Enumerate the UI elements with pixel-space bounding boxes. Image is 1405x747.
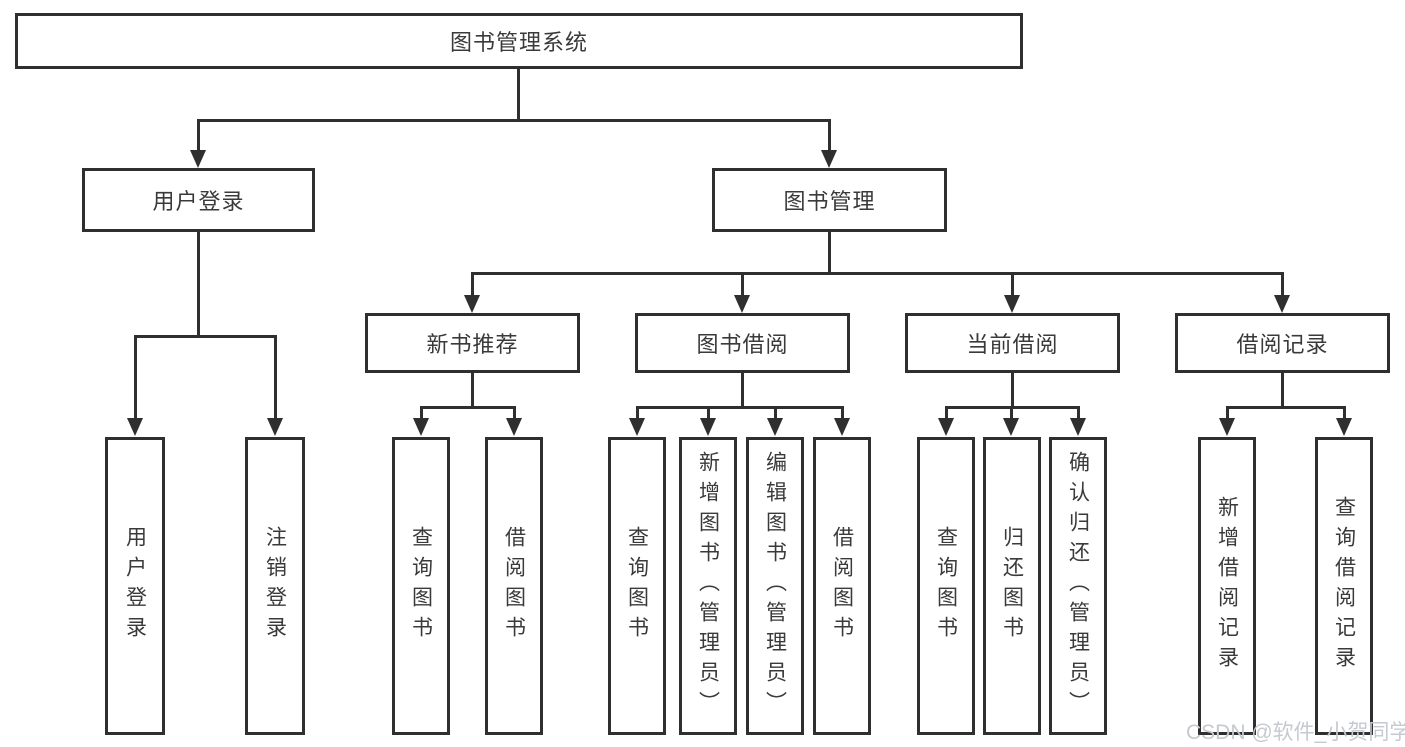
arrow-down-icon xyxy=(834,418,850,436)
node-book-borrowing: 图书借阅 xyxy=(635,313,850,373)
node-new-book-recommend: 新书推荐 xyxy=(365,313,580,373)
connector-hline xyxy=(471,272,1284,275)
arrow-down-icon xyxy=(629,418,645,436)
connector-hline xyxy=(636,406,844,409)
connector-vline xyxy=(841,406,844,420)
connector-vline xyxy=(1281,373,1284,406)
leaf-current-confirm-return-admin: 确认归还（管理员） xyxy=(1049,437,1107,735)
node-user-login: 用户登录 xyxy=(82,168,315,232)
arrow-down-icon xyxy=(1336,418,1352,436)
arrow-down-icon xyxy=(938,418,954,436)
arrow-down-icon xyxy=(821,150,837,168)
leaf-current-return-books: 归还图书 xyxy=(983,437,1041,735)
arrow-down-icon xyxy=(1219,418,1235,436)
connector-hline xyxy=(420,406,516,409)
connector-vline xyxy=(828,119,831,152)
connector-vline xyxy=(774,406,777,420)
leaf-borrow-edit-books-admin: 编辑图书（管理员） xyxy=(746,437,804,735)
connector-vline xyxy=(1077,406,1080,420)
connector-hline xyxy=(1226,406,1346,409)
connector-vline xyxy=(134,335,137,420)
connector-vline xyxy=(636,406,639,420)
leaf-newrec-borrow-books: 借阅图书 xyxy=(485,437,543,735)
connector-vline xyxy=(1011,272,1014,296)
connector-vline xyxy=(741,272,744,296)
connector-vline xyxy=(471,373,474,406)
arrow-down-icon xyxy=(127,418,143,436)
arrow-down-icon xyxy=(700,418,716,436)
arrow-down-icon xyxy=(767,418,783,436)
connector-vline xyxy=(945,406,948,420)
connector-vline xyxy=(1281,272,1284,296)
arrow-down-icon xyxy=(506,418,522,436)
node-borrowing-records: 借阅记录 xyxy=(1175,313,1390,373)
connector-vline xyxy=(1010,406,1013,420)
node-current-borrowing: 当前借阅 xyxy=(905,313,1120,373)
arrow-down-icon xyxy=(1003,418,1019,436)
leaf-record-query-borrow-record: 查询借阅记录 xyxy=(1315,437,1373,735)
connector-vline xyxy=(274,335,277,420)
connector-vline xyxy=(197,119,200,152)
arrow-down-icon xyxy=(413,418,429,436)
leaf-borrow-borrow-books: 借阅图书 xyxy=(813,437,871,735)
node-book-management: 图书管理 xyxy=(712,168,947,232)
connector-hline xyxy=(134,335,277,338)
connector-vline xyxy=(1226,406,1229,420)
leaf-record-add-borrow-record: 新增借阅记录 xyxy=(1198,437,1256,735)
connector-vline xyxy=(828,232,831,272)
connector-vline xyxy=(1011,373,1014,406)
arrow-down-icon xyxy=(1004,295,1020,313)
leaf-borrow-add-books-admin: 新增图书（管理员） xyxy=(679,437,737,735)
leaf-logout: 注销登录 xyxy=(245,437,305,735)
connector-vline xyxy=(197,232,200,335)
connector-vline xyxy=(517,69,520,119)
leaf-borrow-query-books: 查询图书 xyxy=(608,437,666,735)
leaf-newrec-query-books: 查询图书 xyxy=(392,437,450,735)
connector-hline xyxy=(197,119,831,122)
node-library-management-system: 图书管理系统 xyxy=(15,13,1023,69)
leaf-user-login: 用户登录 xyxy=(105,437,165,735)
connector-vline xyxy=(1343,406,1346,420)
arrow-down-icon xyxy=(1070,418,1086,436)
arrow-down-icon xyxy=(734,295,750,313)
connector-vline xyxy=(513,406,516,420)
connector-vline xyxy=(741,373,744,406)
arrow-down-icon xyxy=(190,150,206,168)
connector-vline xyxy=(471,272,474,296)
connector-vline xyxy=(707,406,710,420)
arrow-down-icon xyxy=(267,418,283,436)
leaf-current-query-books: 查询图书 xyxy=(917,437,975,735)
csdn-watermark: CSDN @软件_小贺同学 xyxy=(1186,721,1405,744)
arrow-down-icon xyxy=(1274,295,1290,313)
connector-vline xyxy=(420,406,423,420)
arrow-down-icon xyxy=(464,295,480,313)
